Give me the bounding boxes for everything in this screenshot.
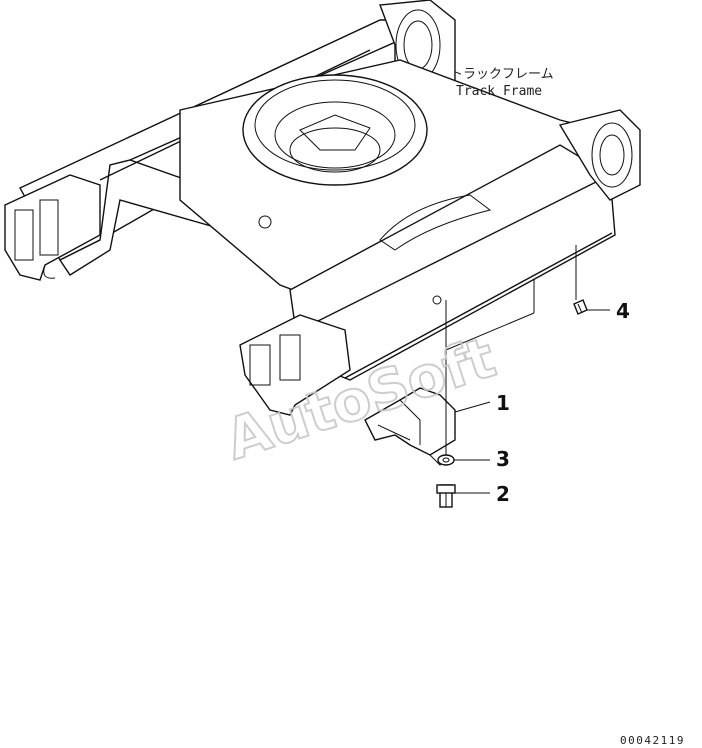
center-body [179, 59, 601, 301]
part-4-block [573, 299, 588, 315]
right-side-member [239, 109, 641, 416]
callout-1: 1 [496, 391, 510, 415]
title-english: Track Frame [456, 84, 542, 99]
part-3-washer [437, 454, 455, 466]
callout-3: 3 [496, 447, 510, 471]
title-japanese: トラックフレーム [450, 67, 554, 82]
leader-lines [445, 245, 610, 494]
part-2-bolt [436, 484, 456, 508]
callout-4: 4 [616, 299, 630, 323]
callout-2: 2 [496, 482, 510, 506]
drawing-number: 00042119 [620, 734, 685, 747]
